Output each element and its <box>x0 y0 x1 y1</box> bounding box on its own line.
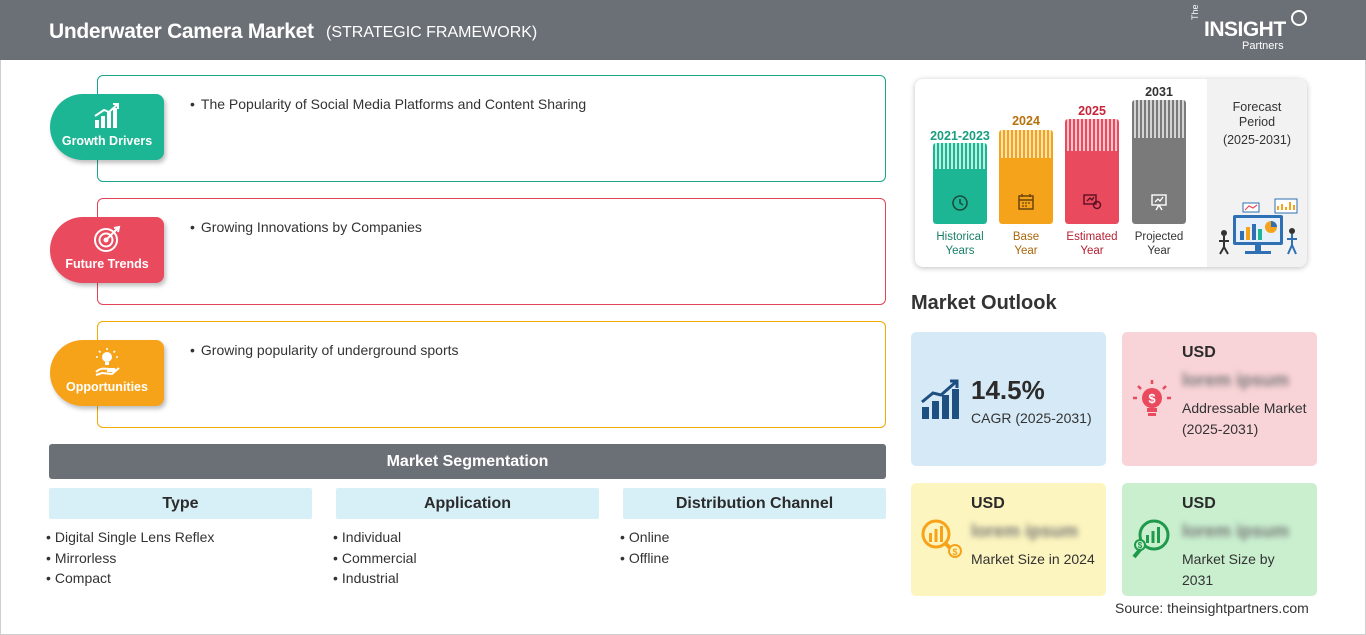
market-size-2031-card: $ USD lorem ipsum Market Size by 2031 <box>1122 483 1317 596</box>
size-2031-value: lorem ipsum <box>1182 521 1290 541</box>
market-outlook-title: Market Outlook <box>911 292 1057 314</box>
addressable-label: Addressable Market (2025-2031) <box>1182 400 1307 437</box>
timeline-label-line: Years <box>945 245 975 257</box>
timeline-label-line: Estimated <box>1066 231 1118 243</box>
opportunity-item: Growing popularity of underground sports <box>190 342 459 358</box>
timeline-bar <box>999 130 1053 224</box>
segment-type-title: Type <box>49 488 312 519</box>
timeline-label-line: Year <box>1147 245 1171 257</box>
segment-item: Online <box>620 527 886 548</box>
timeline-year: 2031 <box>1145 85 1173 99</box>
forecast-title: Forecast Period <box>1207 100 1307 130</box>
size-2024-value: lorem ipsum <box>971 521 1079 541</box>
size-2024-currency: USD <box>971 495 1005 512</box>
growth-drivers-tag: Growth Drivers <box>50 94 164 160</box>
segment-item: Digital Single Lens Reflex <box>46 527 312 548</box>
svg-text:$: $ <box>1148 391 1156 406</box>
timeline-historical: 2021-2023 Historical Years <box>929 79 991 267</box>
growth-chart-icon <box>94 103 119 128</box>
growth-drivers-box: The Popularity of Social Media Platforms… <box>97 75 886 182</box>
growth-drivers-label: Growth Drivers <box>61 134 153 148</box>
segment-application: Application Individual Commercial Indust… <box>336 488 599 589</box>
calendar-icon <box>1018 194 1034 210</box>
timeline-estimated: 2025 Estimated Year <box>1061 79 1123 267</box>
timeline-bar <box>1132 100 1186 224</box>
segment-item: Mirrorless <box>46 548 312 569</box>
cagr-card: 14.5% CAGR (2025-2031) <box>911 332 1106 466</box>
svg-text:$: $ <box>1138 541 1143 550</box>
timeline-panel: 2021-2023 Historical Years 2024 B <box>915 79 1307 267</box>
lightbulb-hand-icon <box>95 348 120 376</box>
opportunities-tag: Opportunities <box>50 340 164 406</box>
logo-insight-text: INSIGHT <box>1204 18 1286 41</box>
svg-text:$: $ <box>952 547 957 557</box>
segment-item: Individual <box>333 527 599 548</box>
growth-driver-item: The Popularity of Social Media Platforms… <box>190 96 586 112</box>
addressable-market-card: $ USD lorem ipsum Addressable Market (20… <box>1122 332 1317 466</box>
opportunities-label: Opportunities <box>66 380 148 394</box>
size-2031-label: Market Size by 2031 <box>1182 551 1275 588</box>
timeline-label-line: Year <box>1014 245 1038 257</box>
timeline-base: 2024 Base Year <box>995 79 1057 267</box>
estimate-gear-icon <box>1083 194 1102 210</box>
logo-ring-icon <box>1291 10 1307 26</box>
page-subtitle: (STRATEGIC FRAMEWORK) <box>326 24 538 41</box>
segment-type: Type Digital Single Lens Reflex Mirrorle… <box>49 488 312 589</box>
timeline-year: 2025 <box>1078 104 1106 118</box>
cagr-value: 14.5% <box>971 375 1045 405</box>
addressable-value: lorem ipsum <box>1182 370 1290 390</box>
forecast-period-range: (2025-2031) <box>1222 133 1292 147</box>
forecast-title-line: Forecast <box>1232 100 1282 114</box>
target-icon <box>94 225 121 252</box>
timeline-label-line: Historical <box>936 231 984 243</box>
timeline-bar <box>933 143 987 224</box>
segment-application-title: Application <box>336 488 599 519</box>
segment-item: Industrial <box>333 568 599 589</box>
forecast-period-area: Forecast Period (2025-2031) <box>1207 79 1307 267</box>
market-size-2024-card: $ USD lorem ipsum Market Size in 2024 <box>911 483 1106 596</box>
timeline-label: Base Year <box>987 230 1065 258</box>
opportunities-box: Growing popularity of underground sports <box>97 321 886 428</box>
timeline-year: 2024 <box>1012 114 1040 128</box>
dollar-lightbulb-icon: $ <box>1133 380 1171 416</box>
segment-item: Commercial <box>333 548 599 569</box>
future-trends-label: Future Trends <box>65 257 149 271</box>
timeline-label-line: Year <box>1080 245 1104 257</box>
addressable-currency: USD <box>1182 344 1216 361</box>
future-trends-box: Growing Innovations by Companies <box>97 198 886 305</box>
timeline-bar <box>1065 119 1119 224</box>
size-2024-label: Market Size in 2024 <box>971 551 1095 567</box>
future-trends-tag: Future Trends <box>50 217 164 283</box>
timeline-label-line: Projected <box>1134 231 1184 243</box>
magnifier-growth-icon: $ <box>1132 519 1170 559</box>
market-segmentation-header: Market Segmentation <box>49 444 886 479</box>
timeline-projected: 2031 Projected Year <box>1128 79 1190 267</box>
magnifier-chart-icon: $ <box>921 519 962 558</box>
forecast-title-line: Period <box>1238 115 1276 129</box>
logo-the-text: The <box>1190 4 1200 20</box>
analytics-dashboard-illustration <box>1219 198 1298 255</box>
timeline-label: Historical Years <box>921 230 999 258</box>
timeline-year: 2021-2023 <box>930 129 990 143</box>
segment-item: Offline <box>620 548 886 569</box>
timeline-label: Projected Year <box>1120 230 1198 258</box>
future-trend-item: Growing Innovations by Companies <box>190 219 422 235</box>
history-clock-icon <box>952 195 968 211</box>
logo-partners-text: Partners <box>1242 40 1284 52</box>
presentation-board-icon <box>1151 194 1167 211</box>
segment-distribution-channel: Distribution Channel Online Offline <box>623 488 886 568</box>
timeline-label-line: Base <box>1012 231 1040 243</box>
page-title: Underwater Camera Market <box>49 20 314 43</box>
growth-bars-icon <box>921 379 959 419</box>
size-2031-currency: USD <box>1182 495 1216 512</box>
cagr-label: CAGR (2025-2031) <box>971 410 1092 426</box>
segment-item: Compact <box>46 568 312 589</box>
insight-partners-logo: The INSIGHT Partners <box>1190 4 1310 54</box>
segment-distribution-title: Distribution Channel <box>623 488 886 519</box>
timeline-label: Estimated Year <box>1053 230 1131 258</box>
source-credit: Source: theinsightpartners.com <box>1115 600 1309 616</box>
header-bar: Underwater Camera Market (STRATEGIC FRAM… <box>0 0 1366 60</box>
